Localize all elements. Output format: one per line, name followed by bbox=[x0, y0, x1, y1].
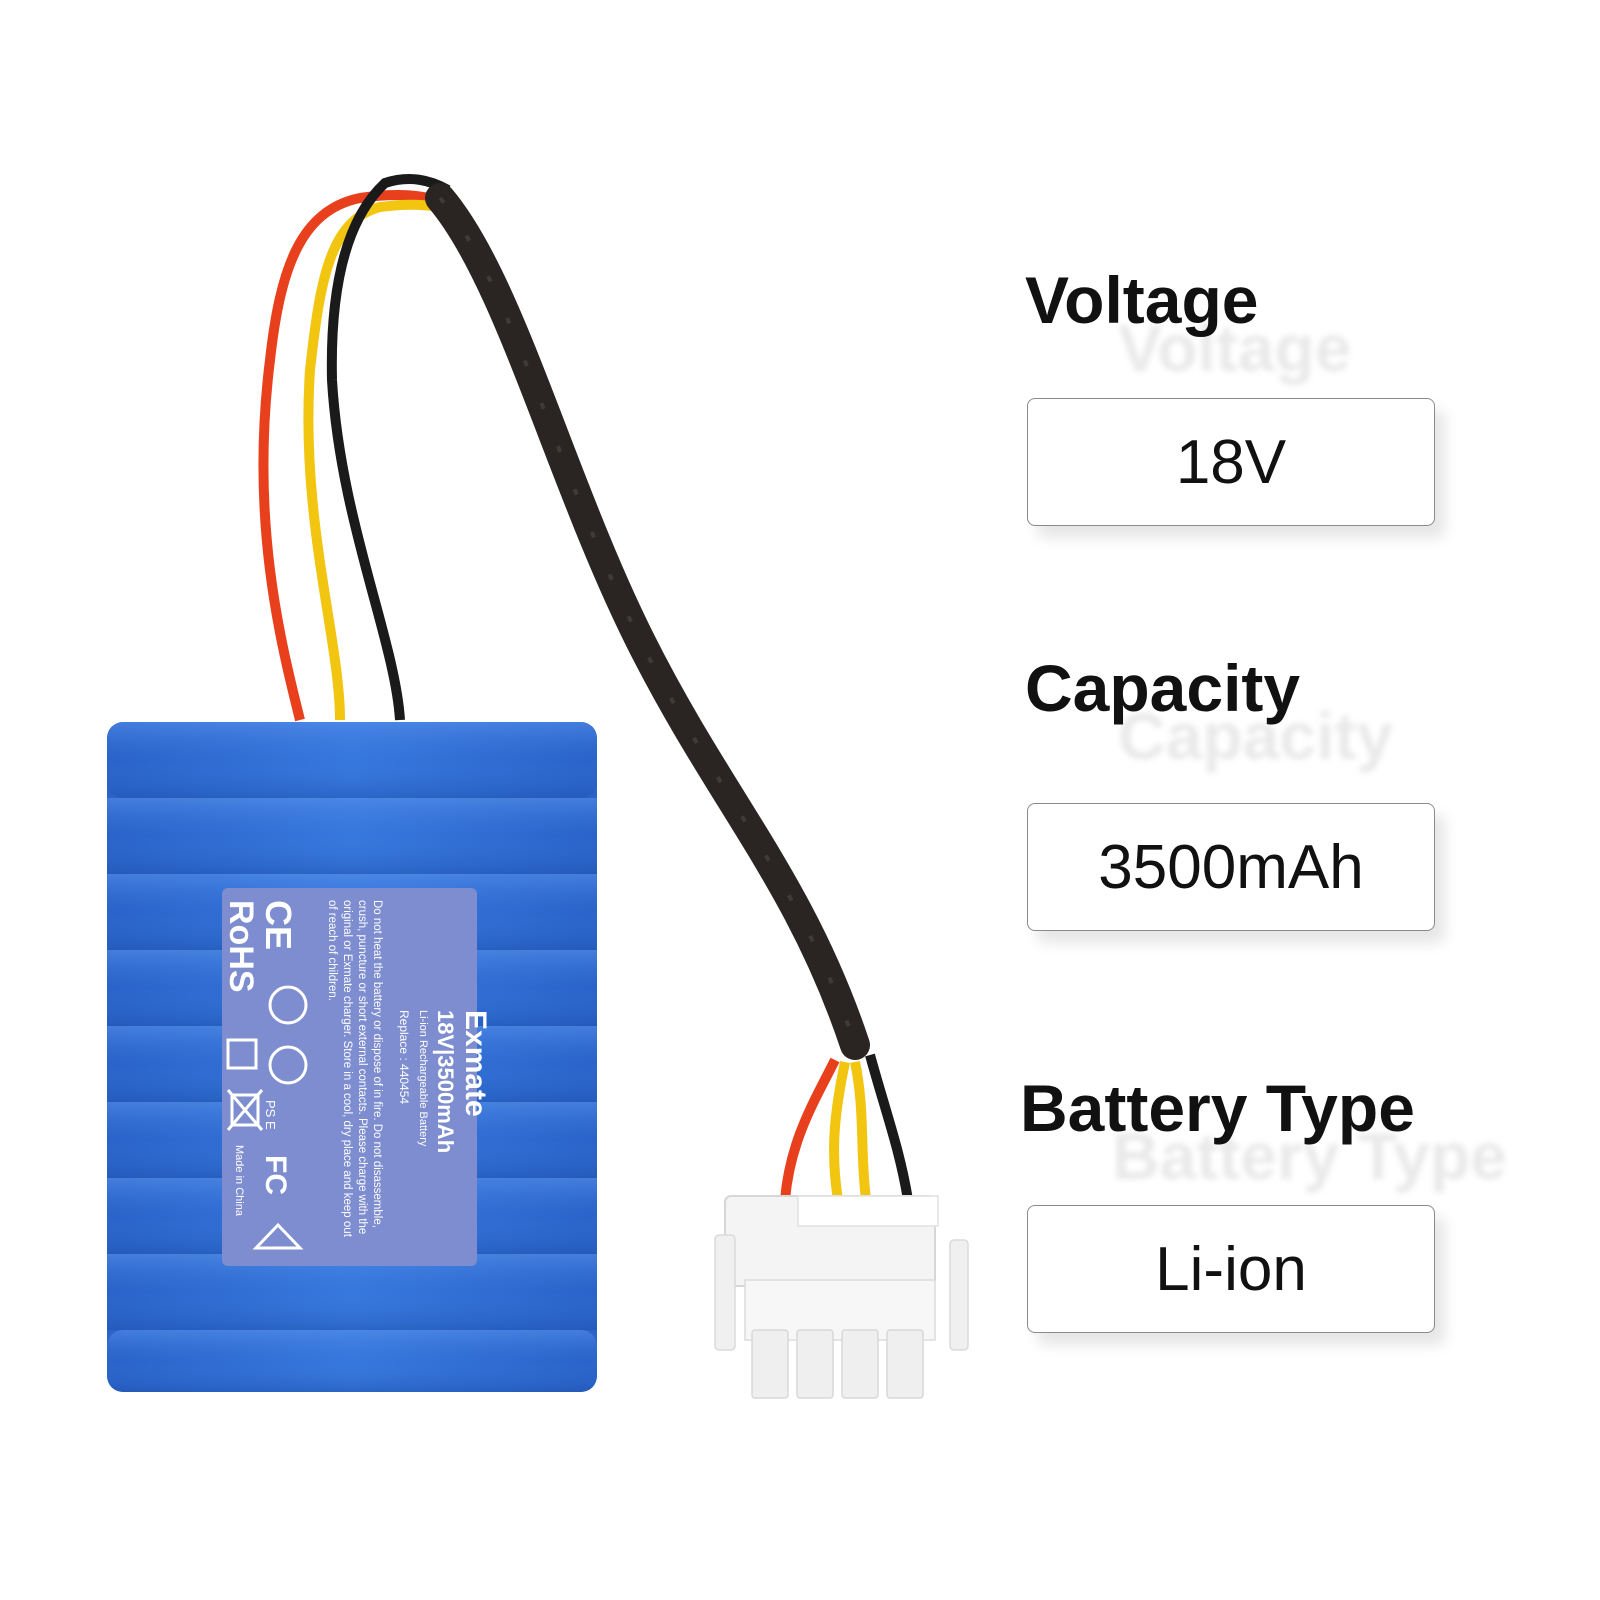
label-fc-mark: FC bbox=[259, 1155, 292, 1195]
battery-wires bbox=[258, 174, 451, 722]
recycle-icon bbox=[268, 985, 308, 1025]
voltage-title: Voltage bbox=[1025, 263, 1259, 337]
label-replace: Replace : 440454 bbox=[397, 1010, 411, 1104]
voltage-value: 18V bbox=[1175, 427, 1287, 497]
label-pse-mark: PS E bbox=[263, 1100, 278, 1130]
battery-label-text: Exmate 18V|3500mAh Li-ion Rechargeable B… bbox=[222, 900, 492, 1238]
battery-type-value: Li-ion bbox=[1155, 1234, 1307, 1304]
white-connector bbox=[714, 1195, 969, 1399]
capacity-value: 3500mAh bbox=[1098, 832, 1364, 902]
label-rohs: RoHS bbox=[222, 900, 260, 993]
capacity-value-box: 3500mAh bbox=[1027, 803, 1435, 931]
battery-type-title: Battery Type bbox=[1020, 1071, 1415, 1145]
label-ce-mark: CE bbox=[258, 900, 299, 950]
label-type: Li-ion Rechargeable Battery bbox=[417, 1010, 429, 1147]
weee-bin-icon bbox=[230, 1093, 260, 1127]
recycling-symbol-icon bbox=[268, 1045, 308, 1085]
china-mark-icon bbox=[226, 1038, 258, 1070]
capacity-title: Capacity bbox=[1025, 651, 1301, 725]
label-warning-line-1: Do not heat the battery or dispose of in… bbox=[371, 900, 383, 1228]
battery-label-panel bbox=[222, 888, 477, 1266]
label-warning-line-2: crush, puncture or short external contac… bbox=[356, 900, 368, 1234]
battery-product-photo: Exmate 18V|3500mAh Li-ion Rechargeable B… bbox=[107, 174, 969, 1399]
battery-type-title-ghost: Battery Type bbox=[1112, 1119, 1507, 1193]
warning-triangle-icon bbox=[252, 1222, 304, 1250]
label-rating: 18V|3500mAh bbox=[433, 1010, 458, 1153]
connector-wires bbox=[780, 1053, 913, 1201]
label-warning-line-3: original or Exmate charger. Store in a c… bbox=[341, 900, 353, 1238]
voltage-title-ghost: Voltage bbox=[1118, 311, 1352, 385]
label-warning-line-4: of reach of children. bbox=[326, 900, 338, 1001]
label-brand: Exmate bbox=[459, 1010, 492, 1117]
regulatory-icons bbox=[226, 985, 308, 1250]
cable-sleeve bbox=[425, 183, 870, 1060]
label-origin: Made in China bbox=[233, 1145, 245, 1217]
capacity-title-ghost: Capacity bbox=[1118, 699, 1394, 773]
voltage-value-box: 18V bbox=[1027, 398, 1435, 526]
battery-type-value-box: Li-ion bbox=[1027, 1205, 1435, 1333]
